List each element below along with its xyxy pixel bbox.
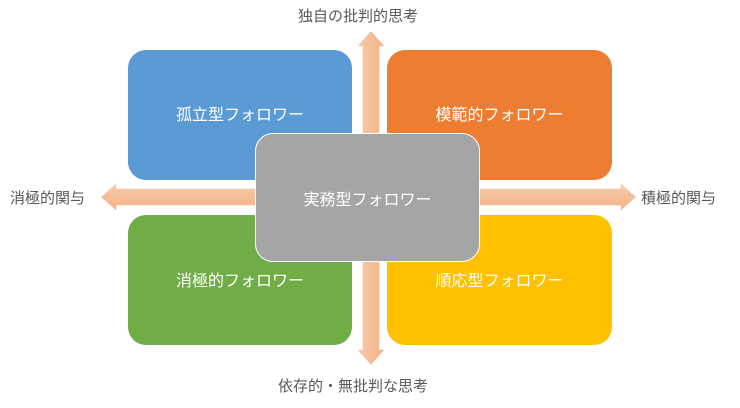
- quadrant-exemplary-follower: 模範的フォロワー: [387, 50, 612, 180]
- center-label: 実務型フォロワー: [303, 189, 432, 209]
- quadrant-label: 消極的フォロワー: [175, 271, 304, 290]
- quadrant-label: 模範的フォロワー: [435, 105, 564, 124]
- quadrant-label: 順応型フォロワー: [435, 271, 564, 290]
- quadrant-label: 孤立型フォロワー: [175, 105, 304, 124]
- axis-label-left: 消極的関与: [10, 189, 86, 207]
- axis-label-bottom: 依存的・無批判な思考: [278, 377, 429, 395]
- center-pragmatist-follower: 実務型フォロワー: [255, 133, 480, 262]
- axis-label-right: 積極的関与: [641, 189, 717, 207]
- axis-label-top: 独自の批判的思考: [298, 7, 419, 25]
